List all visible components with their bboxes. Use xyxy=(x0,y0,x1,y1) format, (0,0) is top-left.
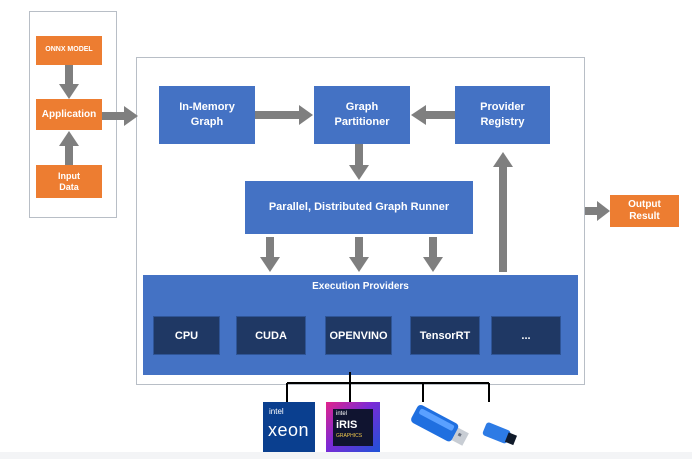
provider-cpu: CPU xyxy=(153,316,220,355)
arrow-input-to-application xyxy=(59,131,79,165)
arrow-runtime-to-output xyxy=(585,201,610,221)
output-result-box: Output Result xyxy=(610,195,679,227)
hardware-connector xyxy=(286,372,490,402)
provider-cuda: CUDA xyxy=(236,316,306,355)
input-data-box: Input Data xyxy=(36,165,102,198)
neural-compute-stick-icon xyxy=(411,404,469,446)
xeon-label: xeon xyxy=(268,420,310,440)
graph-partitioner-box: Graph Partitioner xyxy=(314,86,410,144)
in-memory-graph-box: In-Memory Graph xyxy=(159,86,255,144)
provider-tensorrt: TensorRT xyxy=(410,316,480,355)
iris-sub: GRAPHICS xyxy=(336,433,363,439)
arrow-application-to-runtime xyxy=(102,106,138,126)
usb-stick-icon xyxy=(482,422,518,446)
arrow-graph-to-partitioner xyxy=(255,105,313,125)
provider-registry-box: Provider Registry xyxy=(455,86,550,144)
footer-band xyxy=(0,452,692,459)
provider-more: ... xyxy=(491,316,561,355)
arrow-runner-to-providers-1 xyxy=(260,237,280,272)
application-box: Application xyxy=(36,99,102,130)
onnx-model-box: ONNX MODEL xyxy=(36,36,102,65)
arrow-runner-to-providers-3 xyxy=(423,237,443,272)
provider-openvino: OPENVINO xyxy=(325,316,392,355)
graph-runner-box: Parallel, Distributed Graph Runner xyxy=(245,181,473,234)
execution-providers-title: Execution Providers xyxy=(312,281,409,292)
intel-iris-chip: intel iRIS GRAPHICS xyxy=(326,402,380,453)
arrow-providers-to-registry xyxy=(493,152,513,272)
xeon-brand: intel xyxy=(269,407,284,416)
arrow-partitioner-to-runner xyxy=(349,144,369,180)
arrow-registry-to-partitioner xyxy=(411,105,455,125)
iris-label: iRIS xyxy=(336,419,358,431)
arrow-onnx-to-application xyxy=(59,65,79,99)
intel-xeon-chip: intel xeon xyxy=(263,402,315,453)
iris-brand: intel xyxy=(336,411,348,417)
arrow-runner-to-providers-2 xyxy=(349,237,369,272)
